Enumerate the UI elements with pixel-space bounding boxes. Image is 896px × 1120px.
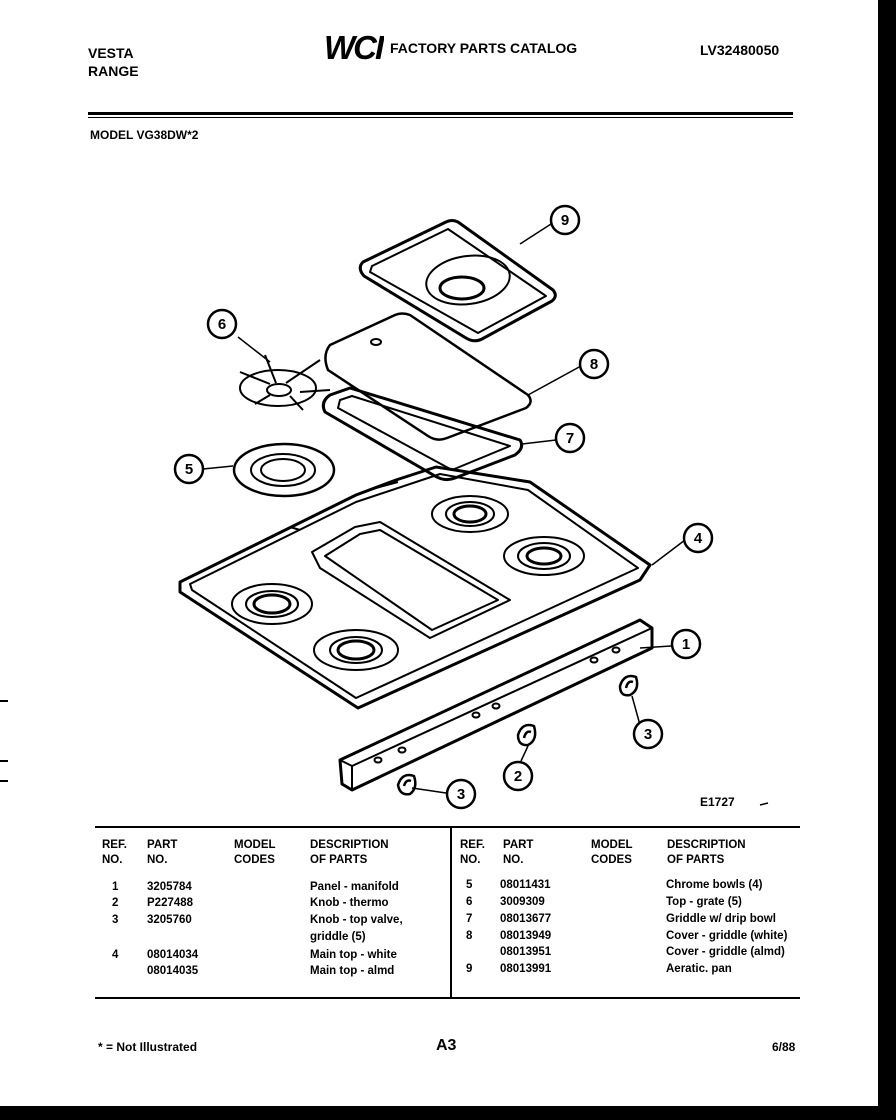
logo-text: WCI (324, 30, 384, 62)
callout-6: 6 (206, 308, 238, 340)
top-grate-drawing (239, 354, 331, 411)
part-no: 08013677 (500, 913, 552, 925)
col-codes: MODEL CODES (234, 839, 276, 866)
griddle-drip-bowl-drawing (321, 386, 524, 482)
brand-name: VESTA RANGE (88, 44, 139, 80)
ref-no: 8 (466, 930, 473, 942)
part-no: 08011431 (500, 879, 551, 891)
part-desc: Main top - white (310, 949, 397, 961)
callout-bubbles: 9 6 8 7 5 4 1 3 2 3 (173, 204, 714, 810)
callout-2: 2 (502, 760, 534, 792)
table-bottom-rule (95, 997, 800, 999)
col-part: PART NO. (503, 839, 534, 866)
svg-text:6: 6 (218, 316, 226, 333)
ref-no: 1 (112, 881, 119, 893)
svg-text:3: 3 (644, 726, 652, 743)
scan-mark (0, 760, 8, 762)
col-desc: DESCRIPTION OF PARTS (667, 839, 746, 866)
part-desc: Knob - thermo (310, 897, 389, 909)
col-ref: REF. NO. (102, 839, 127, 866)
table-divider (450, 828, 452, 998)
part-desc: Aeratic. pan (666, 963, 732, 975)
ref-no: 7 (466, 913, 473, 925)
part-desc: Griddle w/ drip bowl (666, 913, 776, 925)
ref-no: 5 (466, 879, 473, 891)
part-no: 08014034 (147, 949, 199, 961)
header-rule-thin (88, 117, 793, 118)
page-number: A3 (436, 1037, 457, 1054)
chrome-bowl-drawing (232, 442, 336, 498)
figure-id: E1727 (700, 795, 735, 809)
part-desc: Chrome bowls (4) (666, 879, 763, 891)
svg-text:7: 7 (566, 430, 574, 447)
header-rule (88, 112, 793, 115)
knob-drawings (396, 674, 639, 796)
scan-border-right (878, 0, 896, 1120)
part-no: P227488 (147, 897, 194, 909)
svg-text:9: 9 (561, 212, 569, 229)
callout-5: 5 (173, 453, 205, 485)
svg-text:3: 3 (457, 786, 465, 803)
col-part: PART NO. (147, 839, 178, 866)
svg-text:8: 8 (590, 356, 598, 373)
callout-4: 4 (682, 522, 714, 554)
callout-3b: 3 (445, 778, 477, 810)
leader-lines (202, 223, 769, 806)
part-desc: Cover - griddle (white) (666, 930, 788, 942)
part-desc: Main top - almd (310, 965, 395, 977)
svg-text:2: 2 (514, 768, 522, 785)
not-illustrated-note: * = Not Illustrated (98, 1040, 198, 1054)
col-ref: REF. NO. (460, 839, 485, 866)
scan-mark (0, 780, 8, 782)
svg-text:4: 4 (694, 530, 703, 547)
part-desc: Cover - griddle (almd) (666, 946, 785, 958)
ref-no: 2 (112, 897, 119, 909)
table-top-rule (95, 826, 800, 828)
catalog-code: LV32480050 (700, 42, 780, 58)
ref-no: 4 (112, 949, 119, 961)
ref-no: 6 (466, 896, 473, 908)
model-number: MODEL VG38DW*2 (90, 128, 199, 142)
manifold-panel-drawing (338, 618, 654, 792)
callout-3: 3 (632, 718, 664, 750)
callout-8: 8 (578, 348, 610, 380)
part-no: 08013951 (500, 946, 552, 958)
svg-text:5: 5 (185, 461, 193, 478)
part-desc: Panel - manifold (310, 881, 399, 893)
callout-7: 7 (554, 422, 586, 454)
part-desc: griddle (5) (310, 931, 366, 943)
brand-line2: RANGE (88, 63, 139, 79)
part-no: 3009309 (500, 896, 545, 908)
svg-text:1: 1 (682, 636, 690, 653)
part-desc: Top - grate (5) (666, 896, 742, 908)
wci-logo: WCI (324, 30, 384, 62)
col-desc: DESCRIPTION OF PARTS (310, 839, 389, 866)
revision-date: 6/88 (772, 1040, 796, 1054)
scan-mark (0, 700, 8, 702)
callout-9: 9 (549, 204, 581, 236)
griddle-cover-drawing (324, 312, 532, 441)
main-top-drawing (178, 465, 652, 710)
part-no: 08013949 (500, 930, 552, 942)
part-no: 08013991 (500, 963, 552, 975)
ref-no: 3 (112, 914, 119, 926)
part-desc: Knob - top valve, (310, 914, 403, 926)
ref-no: 9 (466, 963, 473, 975)
brand-line1: VESTA (88, 45, 134, 61)
callout-1: 1 (670, 628, 702, 660)
aeration-pan-drawing (358, 219, 557, 343)
scan-border-bottom (0, 1106, 896, 1120)
col-codes: MODEL CODES (591, 839, 633, 866)
catalog-title: FACTORY PARTS CATALOG (390, 40, 578, 56)
part-no: 3205784 (147, 881, 192, 893)
part-no: 3205760 (147, 914, 192, 926)
part-no: 08014035 (147, 965, 199, 977)
